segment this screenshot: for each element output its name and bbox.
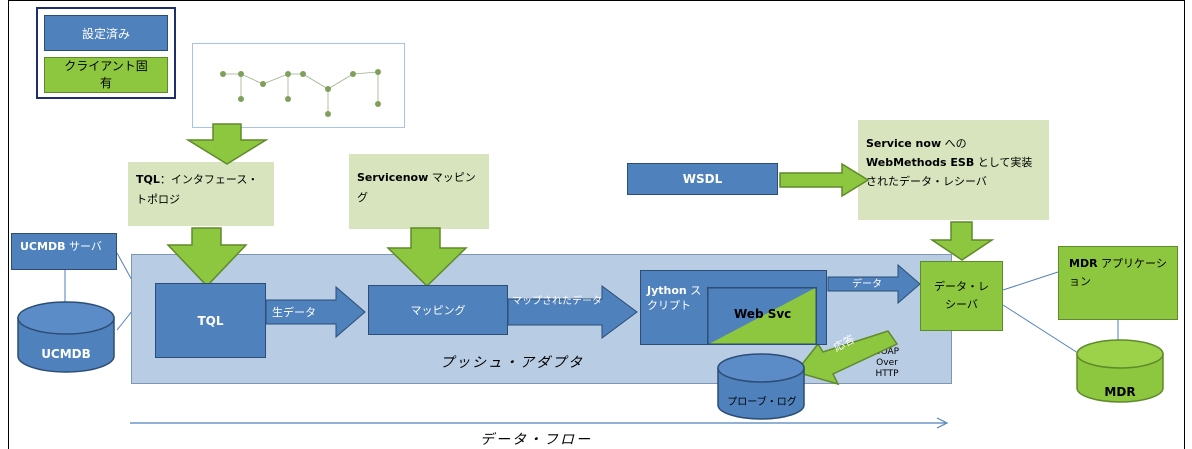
esb-note-bold-1: Service now bbox=[866, 137, 942, 150]
mapped-data-arrow bbox=[507, 285, 638, 339]
jython-text: スクリプト bbox=[647, 284, 702, 312]
esb-note-text-1: への bbox=[941, 137, 967, 150]
diagram-frame bbox=[8, 0, 1185, 449]
ucmdb-cylinder bbox=[17, 301, 115, 373]
websvc-box bbox=[707, 287, 817, 345]
tql-note-text: ：インタフェース・トポロジ bbox=[136, 173, 259, 206]
servicenow-note-bold: Servicenow bbox=[357, 171, 429, 184]
tql-note: TQL：インタフェース・トポロジ bbox=[128, 162, 274, 226]
down-arrow-4 bbox=[929, 221, 995, 261]
ucmdb-server-text: サーバ bbox=[65, 240, 102, 253]
down-arrow-3 bbox=[386, 227, 468, 288]
websvc-shape bbox=[707, 287, 817, 345]
down-arrow-2 bbox=[166, 227, 248, 288]
mdr-app-text: アプリケーション bbox=[1069, 257, 1167, 288]
connector-line bbox=[1002, 271, 1059, 291]
data-flow-arrowhead bbox=[936, 417, 949, 429]
servicenow-note-text: マッピング bbox=[357, 171, 476, 204]
mdr-app-bold: MDR bbox=[1069, 257, 1098, 270]
mapped-data-label: マップされたデータ bbox=[512, 296, 602, 307]
mdr-label: MDR bbox=[1104, 385, 1136, 399]
legend: 設定済み クライアント固有 bbox=[36, 7, 176, 99]
response-arrow bbox=[794, 330, 899, 386]
wsdl-arrow bbox=[779, 162, 870, 198]
ucmdb-label: UCMDB bbox=[41, 347, 91, 361]
tql-box: TQL bbox=[155, 283, 266, 358]
soap-line-2: Over bbox=[876, 358, 898, 368]
legend-configured: 設定済み bbox=[44, 15, 168, 51]
data-label: データ bbox=[852, 279, 882, 290]
esb-note-bold-2: WebMethods ESB bbox=[866, 156, 975, 169]
ucmdb-server-bold: UCMDB bbox=[20, 240, 66, 253]
esb-note: Service now への WebMethods ESB として実装されたデー… bbox=[858, 120, 1049, 220]
mdr-app-box: MDR アプリケーション bbox=[1058, 246, 1178, 320]
websvc-label: Web Svc bbox=[734, 307, 792, 321]
probe-log-cylinder bbox=[717, 353, 805, 420]
soap-line-1: SOAP bbox=[874, 347, 900, 357]
tql-note-bold: TQL bbox=[136, 173, 160, 186]
data-flow-label: データ・フロー bbox=[480, 432, 592, 448]
soap-line-3: HTTP bbox=[875, 369, 899, 379]
servicenow-note: Servicenow マッピング bbox=[349, 154, 489, 229]
push-adapter-label: プッシュ・アダプタ bbox=[440, 355, 584, 371]
topology-graph bbox=[220, 69, 381, 117]
mdr-cylinder bbox=[1076, 339, 1164, 403]
connector-line bbox=[116, 309, 134, 331]
jython-bold: Jython bbox=[647, 284, 687, 297]
data-receiver-box: データ・レシーバ bbox=[920, 261, 1003, 331]
raw-data-label: 生データ bbox=[272, 306, 316, 319]
mapping-box: マッピング bbox=[368, 285, 508, 335]
topology-thumbnail bbox=[192, 43, 405, 128]
wsdl-box: WSDL bbox=[627, 163, 778, 195]
legend-client-specific: クライアント固有 bbox=[44, 57, 168, 93]
soap-label: SOAP Over HTTP bbox=[866, 347, 908, 380]
raw-data-arrow bbox=[265, 285, 366, 339]
data-arrow bbox=[827, 263, 921, 305]
probe-log-label: プローブ・ログ bbox=[727, 396, 797, 408]
esb-note-text-2: として実装されたデータ・レシーバ bbox=[866, 156, 1033, 188]
down-arrow-1 bbox=[185, 123, 269, 165]
ucmdb-server-box: UCMDB サーバ bbox=[11, 233, 117, 270]
connector-line bbox=[116, 252, 134, 283]
